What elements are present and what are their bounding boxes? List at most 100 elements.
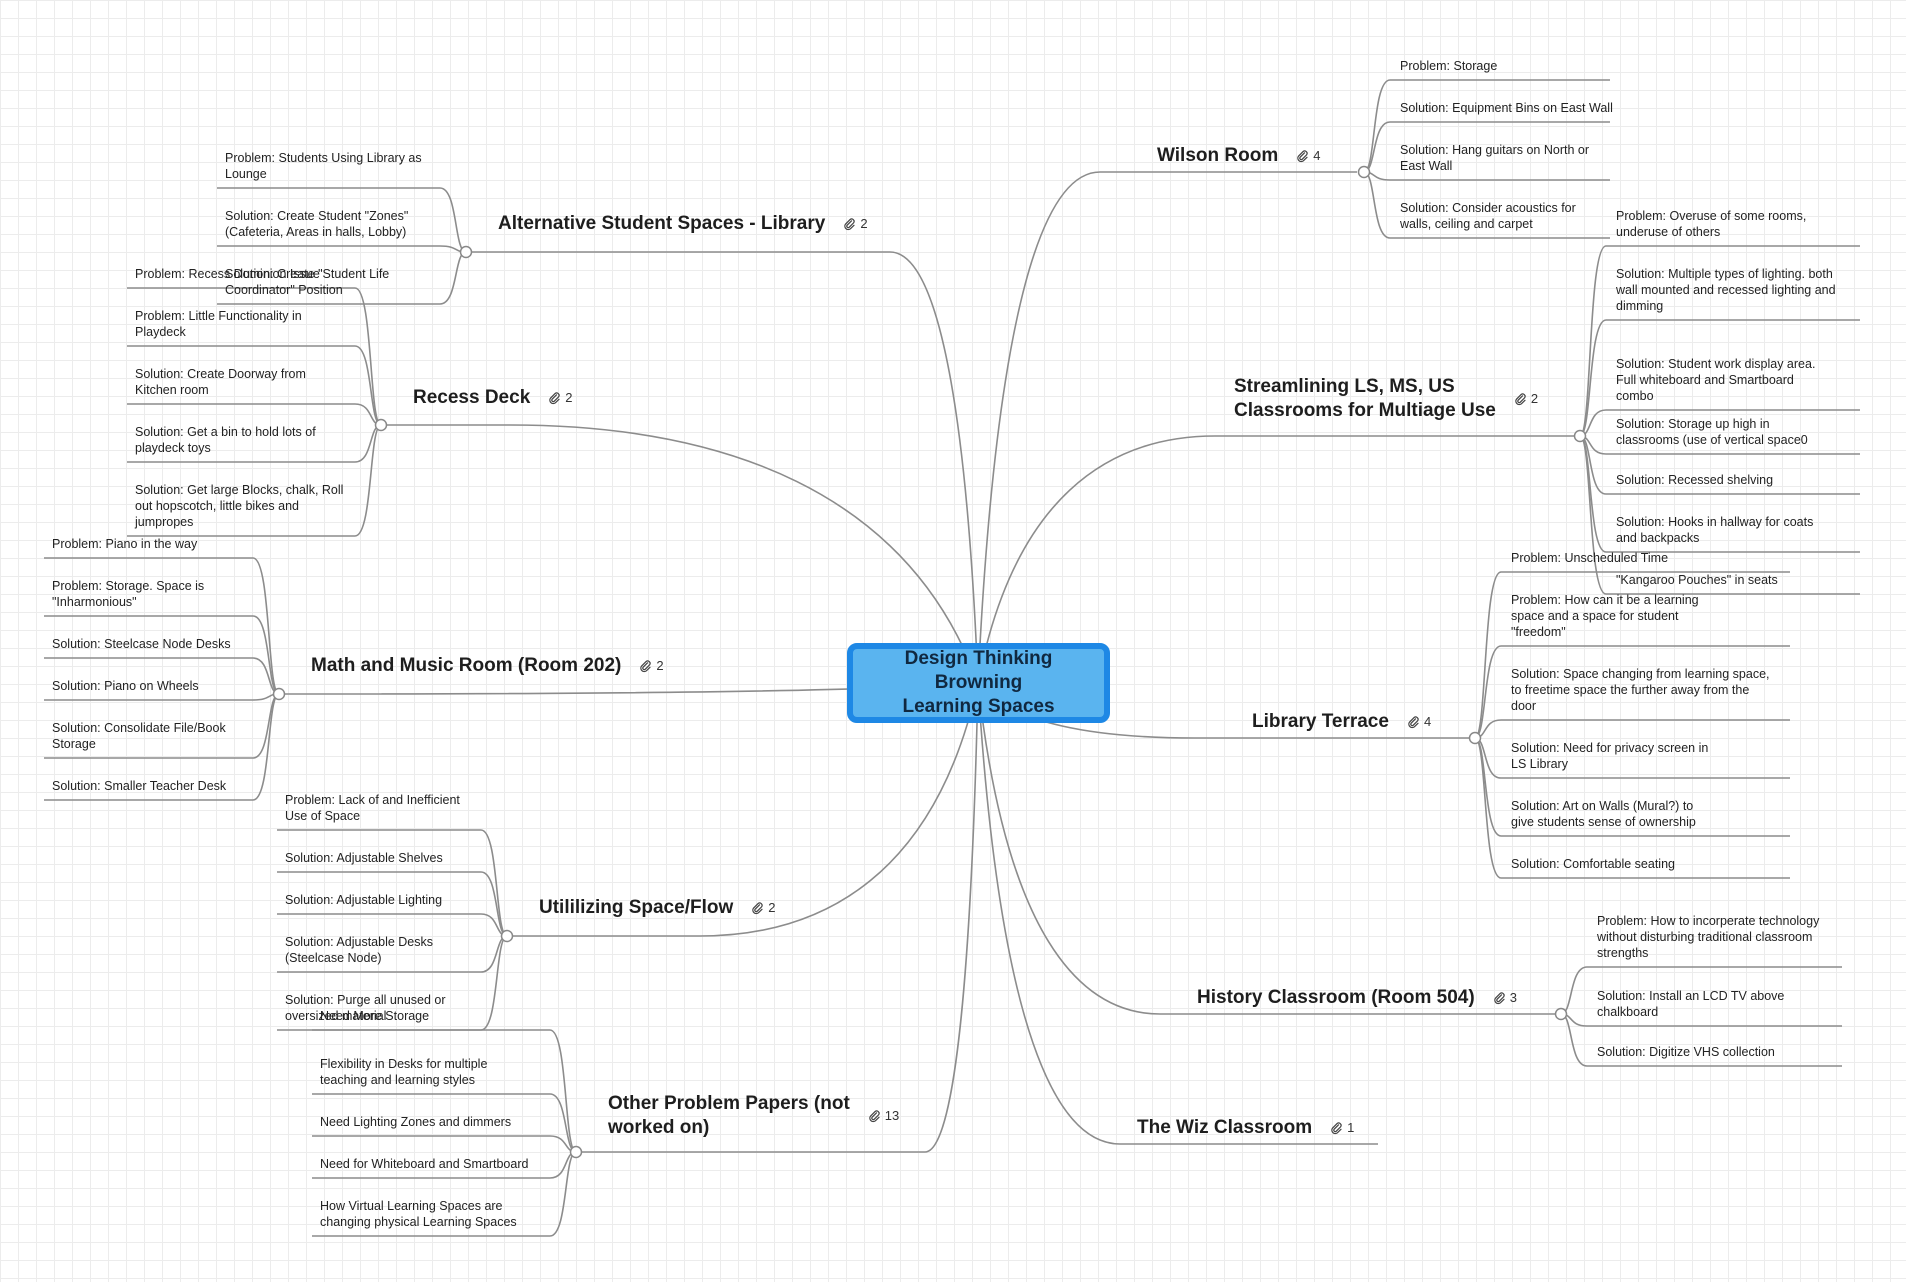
subtopic-library[interactable]: Solution: Create "Student Life Coordinat… bbox=[225, 267, 390, 297]
collapse-toggle-terrace[interactable] bbox=[1468, 731, 1482, 745]
subtopic-math[interactable]: Solution: Smaller Teacher Desk bbox=[52, 779, 227, 793]
branch-topic-library[interactable]: Alternative Student Spaces - Library 2 bbox=[498, 212, 868, 236]
subtopic-space[interactable]: Problem: Lack of and Inefficient Use of … bbox=[285, 793, 460, 823]
collapse-toggle-streamlining[interactable] bbox=[1573, 429, 1587, 443]
subtopic-math[interactable]: Solution: Steelcase Node Desks bbox=[52, 637, 231, 651]
subtopic-streamlining[interactable]: "Kangaroo Pouches" in seats bbox=[1616, 573, 1778, 587]
subtopic-wilson[interactable]: Solution: Equipment Bins on East Wall bbox=[1400, 101, 1613, 115]
collapse-toggle-recess[interactable] bbox=[374, 418, 388, 432]
branch-title: Library Terrace bbox=[1252, 711, 1389, 732]
subtopic-terrace[interactable]: Solution: Art on Walls (Mural?) to give … bbox=[1511, 799, 1696, 829]
subtopic-wilson[interactable]: Problem: Storage bbox=[1400, 59, 1498, 73]
paperclip-icon bbox=[639, 659, 656, 673]
paperclip-icon bbox=[868, 1109, 885, 1123]
leaf-connector bbox=[312, 1135, 577, 1153]
subtopic-streamlining[interactable]: Solution: Multiple types of lighting. bo… bbox=[1616, 267, 1836, 313]
subtopic-streamlining[interactable]: Solution: Student work display area. Ful… bbox=[1616, 357, 1816, 403]
subtopic-streamlining[interactable]: Solution: Hooks in hallway for coats and… bbox=[1616, 515, 1814, 545]
leaf-connector bbox=[1579, 245, 1860, 437]
subtopic-math[interactable]: Solution: Piano on Wheels bbox=[52, 679, 199, 693]
subtopic-terrace[interactable]: Solution: Space changing from learning s… bbox=[1511, 667, 1770, 713]
subtopic-terrace[interactable]: Solution: Comfortable seating bbox=[1511, 857, 1675, 871]
subtopic-other[interactable]: Need Lighting Zones and dimmers bbox=[320, 1115, 512, 1129]
leaf-connector bbox=[127, 424, 382, 537]
subtopic-streamlining[interactable]: Problem: Overuse of some rooms, underuse… bbox=[1616, 209, 1807, 239]
attachment-count-value: 13 bbox=[884, 1108, 900, 1123]
leaf-connector bbox=[217, 245, 467, 253]
leaf-connector bbox=[277, 829, 508, 937]
subtopic-math[interactable]: Problem: Storage. Space is "Inharmonious… bbox=[52, 579, 205, 609]
subtopic-wilson[interactable]: Solution: Consider acoustics for walls, … bbox=[1400, 201, 1576, 231]
branch-topic-other[interactable]: Other Problem Papers (not worked on)13 bbox=[608, 1092, 899, 1140]
subtopic-library[interactable]: Problem: Students Using Library as Loung… bbox=[225, 151, 422, 181]
subtopic-history[interactable]: Solution: Digitize VHS collection bbox=[1597, 1045, 1775, 1059]
attachment-count[interactable]: 2 bbox=[548, 386, 573, 410]
subtopic-math[interactable]: Problem: Piano in the way bbox=[52, 537, 198, 551]
collapse-toggle-math[interactable] bbox=[272, 687, 286, 701]
branch-title: Alternative Student Spaces - Library bbox=[498, 213, 826, 234]
subtopic-recess[interactable]: Solution: Get a bin to hold lots of play… bbox=[135, 425, 316, 455]
branch-topic-math[interactable]: Math and Music Room (Room 202)2 bbox=[311, 654, 664, 678]
attachment-count-value: 3 bbox=[1509, 990, 1517, 1005]
attachment-count[interactable]: 2 bbox=[639, 654, 664, 678]
branch-connector bbox=[977, 682, 1121, 1145]
branch-topic-streamlining[interactable]: Streamlining LS, MS, US Classrooms for M… bbox=[1234, 375, 1538, 423]
subtopic-streamlining[interactable]: Solution: Recessed shelving bbox=[1616, 473, 1774, 487]
collapse-toggle-library[interactable] bbox=[459, 245, 473, 259]
subtopic-library[interactable]: Solution: Create Student "Zones" (Cafete… bbox=[225, 209, 409, 239]
attachment-count[interactable]: 13 bbox=[868, 1104, 899, 1128]
subtopic-terrace[interactable]: Problem: Unscheduled Time bbox=[1511, 551, 1669, 565]
leaf-connector bbox=[1474, 737, 1790, 879]
collapse-toggle-history[interactable] bbox=[1554, 1007, 1568, 1021]
paperclip-icon bbox=[1296, 149, 1313, 163]
subtopic-other[interactable]: Need for Whiteboard and Smartboard bbox=[320, 1157, 529, 1171]
subtopic-space[interactable]: Solution: Purge all unused or oversized … bbox=[285, 993, 446, 1023]
central-topic[interactable]: Design Thinking Browning Learning Spaces bbox=[847, 643, 1110, 723]
branch-topic-history[interactable]: History Classroom (Room 504) 3 bbox=[1197, 986, 1517, 1010]
attachment-count[interactable]: 1 bbox=[1330, 1116, 1354, 1140]
subtopic-other[interactable]: Need More Storage bbox=[320, 1009, 430, 1023]
subtopic-space[interactable]: Solution: Adjustable Lighting bbox=[285, 893, 443, 907]
subtopic-other[interactable]: How Virtual Learning Spaces are changing… bbox=[320, 1199, 517, 1229]
subtopic-space[interactable]: Solution: Adjustable Desks (Steelcase No… bbox=[285, 935, 434, 965]
attachment-count[interactable]: 2 bbox=[843, 212, 868, 236]
collapse-toggle-other[interactable] bbox=[569, 1145, 583, 1159]
collapse-toggle-space[interactable] bbox=[500, 929, 514, 943]
attachment-count[interactable]: 2 bbox=[751, 896, 775, 920]
subtopic-recess[interactable]: Solution: Create Doorway from Kitchen ro… bbox=[135, 367, 306, 397]
branch-connector bbox=[977, 435, 1216, 684]
attachment-count[interactable]: 2 bbox=[1514, 387, 1538, 411]
subtopic-history[interactable]: Problem: How to incorperate technology w… bbox=[1597, 914, 1820, 960]
branch-connector bbox=[924, 682, 979, 1153]
paperclip-icon bbox=[843, 217, 860, 231]
subtopic-space[interactable]: Solution: Adjustable Shelves bbox=[285, 851, 443, 865]
subtopic-other[interactable]: Flexibility in Desks for multiple teachi… bbox=[320, 1057, 488, 1087]
leaf-connector bbox=[1474, 719, 1790, 739]
branch-connector bbox=[509, 424, 979, 684]
attachment-count-value: 2 bbox=[1530, 391, 1539, 406]
subtopic-terrace[interactable]: Problem: How can it be a learning space … bbox=[1511, 593, 1699, 639]
attachment-count[interactable]: 3 bbox=[1493, 986, 1517, 1010]
attachment-count[interactable]: 4 bbox=[1296, 144, 1320, 168]
branch-title: History Classroom (Room 504) bbox=[1197, 987, 1475, 1008]
branch-topic-terrace[interactable]: Library Terrace 4 bbox=[1252, 710, 1431, 734]
attachment-count[interactable]: 4 bbox=[1407, 710, 1431, 734]
leaf-connector bbox=[44, 693, 280, 701]
subtopic-wilson[interactable]: Solution: Hang guitars on North or East … bbox=[1400, 143, 1589, 173]
subtopic-streamlining[interactable]: Solution: Storage up high in classrooms … bbox=[1616, 417, 1808, 447]
subtopic-recess[interactable]: Problem: Recess Dominion Issue bbox=[135, 267, 320, 281]
subtopic-math[interactable]: Solution: Consolidate File/Book Storage bbox=[52, 721, 226, 751]
paperclip-icon bbox=[1407, 715, 1424, 729]
subtopic-recess[interactable]: Problem: Little Functionality in Playdec… bbox=[135, 309, 302, 339]
paperclip-icon bbox=[751, 901, 768, 915]
subtopic-terrace[interactable]: Solution: Need for privacy screen in LS … bbox=[1511, 741, 1709, 771]
central-topic-label: Design Thinking Browning Learning Spaces bbox=[902, 648, 1055, 717]
subtopic-recess[interactable]: Solution: Get large Blocks, chalk, Roll … bbox=[135, 483, 344, 529]
collapse-toggle-wilson[interactable] bbox=[1357, 165, 1371, 179]
branch-connector bbox=[977, 682, 1161, 1015]
subtopic-history[interactable]: Solution: Install an LCD TV above chalkb… bbox=[1597, 989, 1785, 1019]
